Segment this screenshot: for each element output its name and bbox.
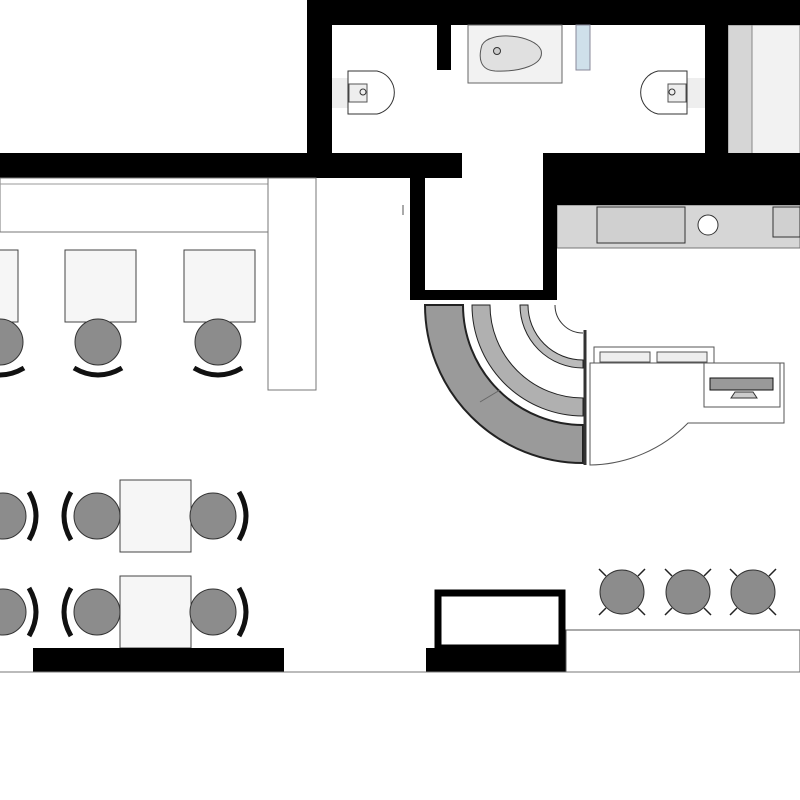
- chair-icon: [192, 318, 244, 378]
- table-icon: [119, 575, 192, 649]
- kitchen-tall-unit: [727, 24, 753, 156]
- bar-counter: [565, 629, 800, 673]
- spiral-stair-icon: [423, 304, 587, 465]
- chair-icon: [61, 586, 121, 638]
- chair-icon: [72, 318, 124, 378]
- wall-counter: [0, 177, 269, 233]
- glass-partition: [575, 24, 591, 71]
- sink-icon: [467, 24, 563, 84]
- monitor-icon: [709, 377, 774, 391]
- chair-icon: [0, 490, 39, 542]
- chair-icon: [189, 586, 249, 638]
- table-icon: [183, 249, 256, 323]
- chair-icon: [61, 490, 121, 542]
- walls: [0, 0, 800, 300]
- chair-icon: [0, 318, 26, 378]
- display-box: [434, 589, 566, 652]
- kitchen-sink-icon: [596, 206, 686, 244]
- chair-icon: [0, 586, 39, 638]
- bench-base: [33, 648, 284, 672]
- kitchen-unit: [751, 24, 800, 156]
- tall-cabinet: [267, 177, 317, 391]
- chair-icon: [729, 568, 777, 616]
- chair-icon: [598, 568, 646, 616]
- toilet-icon: [640, 70, 705, 115]
- kitchen-stool-icon: [697, 214, 719, 236]
- table-icon: [64, 249, 137, 323]
- chair-icon: [664, 568, 712, 616]
- table-icon: [119, 479, 192, 553]
- chair-icon: [189, 490, 249, 542]
- table-icon: [0, 249, 19, 323]
- toilet-icon: [332, 70, 395, 115]
- reception-desk: [589, 346, 785, 466]
- kitchen-appliance-icon: [772, 206, 800, 238]
- wall-segment: [426, 648, 566, 672]
